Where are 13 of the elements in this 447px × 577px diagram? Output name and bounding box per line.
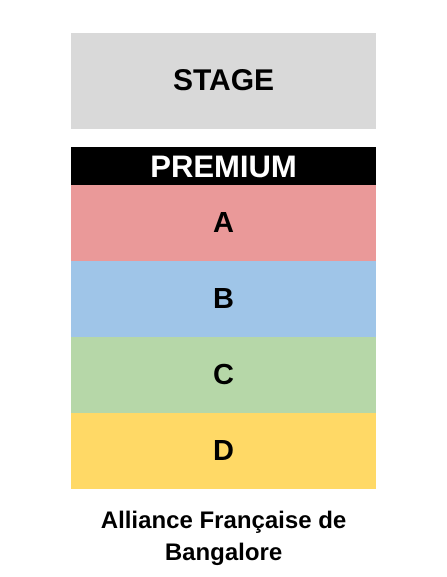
seating-section <box>71 261 376 337</box>
tier-label: PREMIUM <box>150 150 297 182</box>
section-label: A <box>213 208 234 238</box>
stage-area <box>71 33 376 129</box>
seating-section <box>71 413 376 489</box>
section-label: B <box>213 284 234 314</box>
caption: Alliance Française de Bangalore <box>100 506 348 568</box>
seating-section <box>71 185 376 261</box>
tier-banner <box>71 147 376 185</box>
section-label: D <box>213 436 234 466</box>
stage-label: STAGE <box>172 66 274 96</box>
seating-section <box>71 337 376 413</box>
section-label: C <box>213 360 234 390</box>
